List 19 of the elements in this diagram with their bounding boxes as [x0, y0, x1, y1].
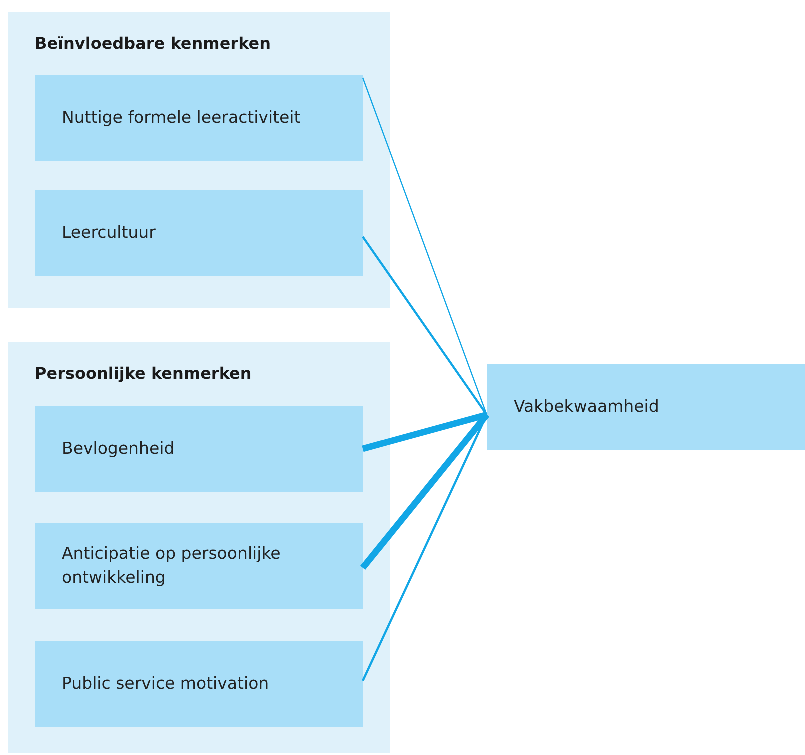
group-heading: Persoonlijke kenmerken	[35, 364, 252, 383]
box-label: Anticipatie op persoonlijke ontwikkeling	[62, 543, 282, 589]
factor-box	[35, 75, 363, 161]
box-label: Leercultuur	[62, 222, 156, 244]
box-label: Nuttige formele leeractiviteit	[62, 107, 301, 130]
box-label: Bevlogenheid	[62, 438, 175, 460]
connector-line	[362, 236, 488, 416]
group-panel	[8, 342, 390, 753]
connector-line	[362, 414, 488, 682]
factor-box	[35, 641, 363, 727]
factor-box	[487, 364, 805, 450]
group-panel	[8, 12, 390, 308]
group-heading: Beïnvloedbare kenmerken	[35, 34, 272, 53]
box-label: Vakbekwaamheid	[514, 396, 660, 418]
factor-box	[35, 406, 363, 492]
factor-box	[35, 523, 363, 609]
box-label: Public service motivation	[62, 673, 270, 696]
connector-line	[360, 412, 490, 570]
factor-box	[35, 190, 363, 276]
